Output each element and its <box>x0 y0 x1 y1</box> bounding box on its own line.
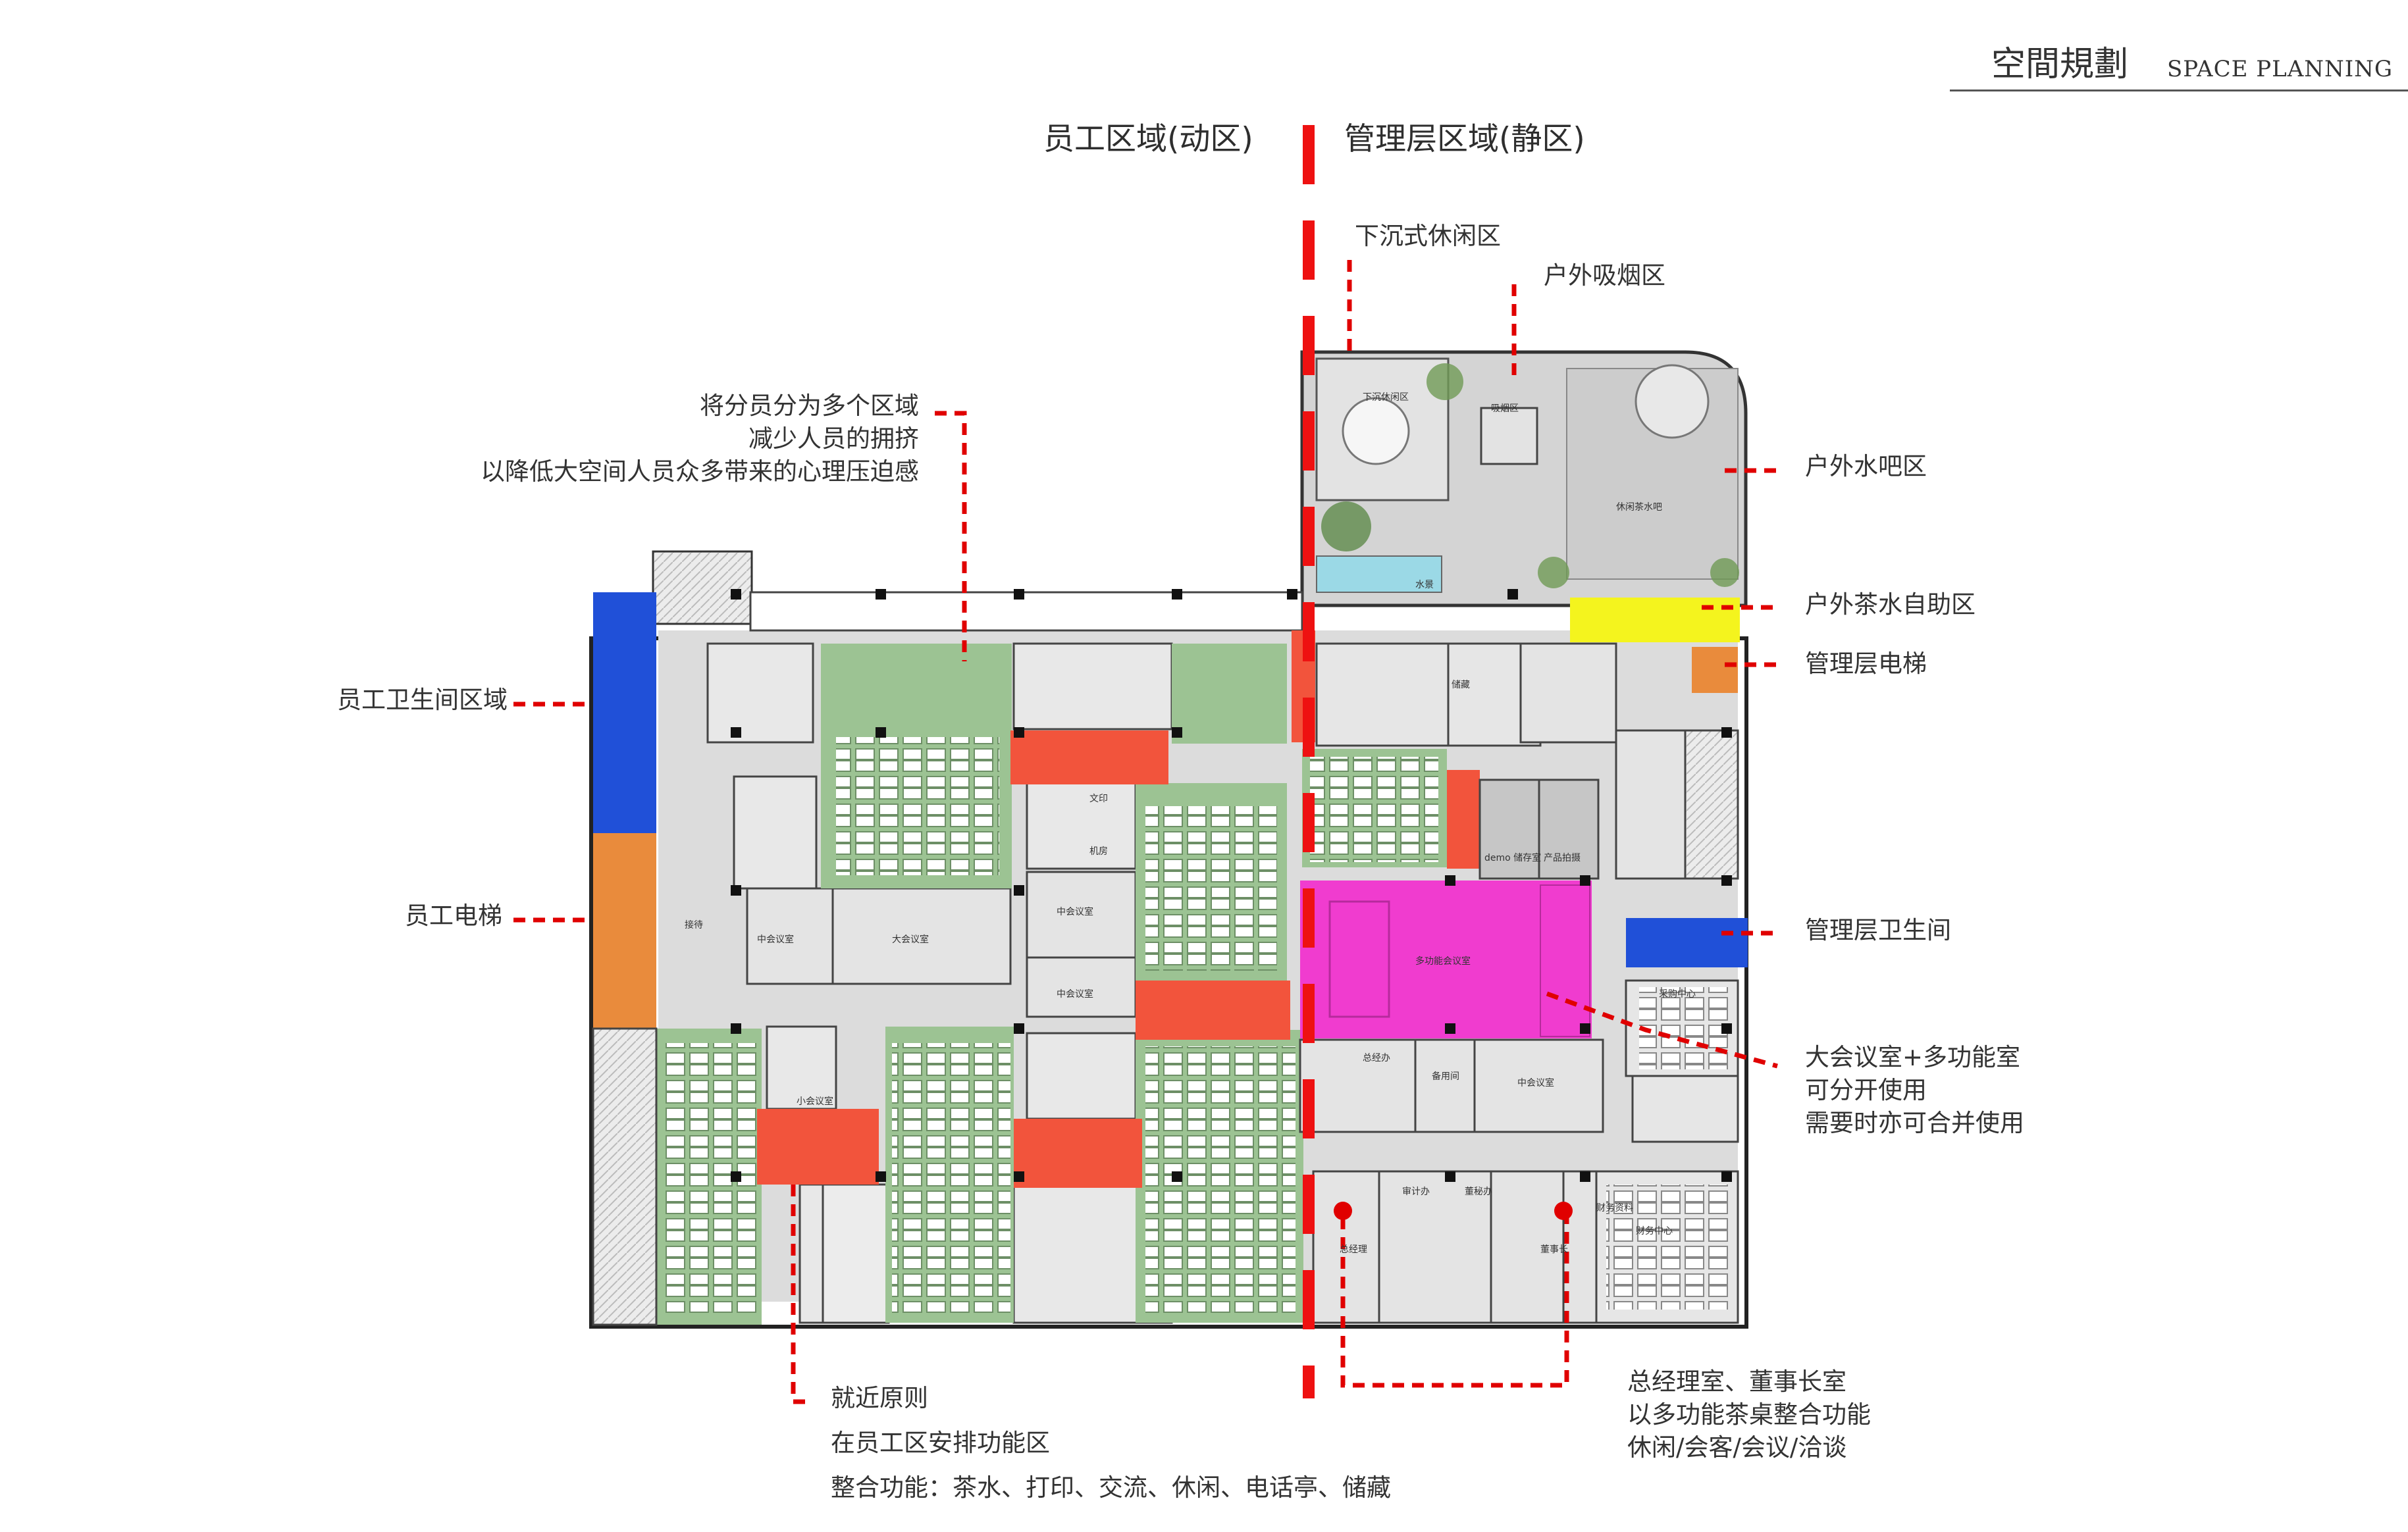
staff-zone-3-desks <box>1145 806 1277 971</box>
annotation-proximity-line2: 在员工区安排功能区 <box>831 1429 1050 1457</box>
annotation-outdoor-tea: 户外茶水自助区 <box>1805 590 1976 619</box>
smoking-room <box>1480 407 1538 465</box>
management-zone-title: 管理层区域(静区) <box>1344 121 1585 157</box>
annotation-divide-staff: 将分员分为多个区域 减少人员的拥挤 以降低大空间人员众多带来的心理压迫感 <box>481 392 919 486</box>
staff-zone-2 <box>1172 644 1287 744</box>
function-zone-4 <box>1014 1119 1142 1188</box>
plan-label-medium-1: 中会议室 <box>757 934 794 945</box>
plan-label-product: 产品拍摄 <box>1544 853 1581 863</box>
function-zone-2 <box>1136 981 1290 1040</box>
annotation-mgmt-elevator: 管理层电梯 <box>1805 650 1927 678</box>
mgmt-restroom <box>1626 918 1748 967</box>
page-title-en: SPACE PLANNING <box>2167 56 2394 82</box>
page-title-cn: 空間規劃 <box>1991 45 2129 84</box>
plan-label-smoking: 吸烟区 <box>1491 403 1519 414</box>
staff-zone-6-desks <box>1145 1046 1296 1313</box>
plan-label-general: 总经办 <box>1363 1053 1390 1063</box>
large-meeting-multifunction <box>1300 881 1592 1038</box>
plan-label-multifunction: 多功能会议室 <box>1415 956 1471 967</box>
tea-self-service <box>1570 598 1740 642</box>
leader-lines <box>513 260 1778 1404</box>
plan-label-large: 大会议室 <box>892 934 929 945</box>
annotation-staff-elevator: 员工电梯 <box>405 902 502 930</box>
plan-label-demo: demo 储存室 <box>1484 852 1541 863</box>
plan-label-medium-2: 中会议室 <box>1057 906 1093 917</box>
water-feature <box>1316 555 1442 593</box>
plan-label-finance: 财务中心 <box>1636 1226 1673 1237</box>
plan-label-gm: 总经理 <box>1340 1244 1367 1255</box>
staff-zone-1-desks <box>836 737 999 875</box>
plan-label-finance-files: 财务资料 <box>1596 1203 1633 1213</box>
annotation-proximity-line3: 整合功能：茶水、打印、交流、休闲、电话亭、储藏 <box>831 1473 1391 1502</box>
staff-zone-title: 员工区域(动区) <box>1043 121 1253 157</box>
annotation-meeting-room: 大会议室+多功能室 可分开使用 需要时亦可合并使用 <box>1805 1043 2024 1137</box>
plan-label-procurement: 采购中心 <box>1659 989 1696 1000</box>
annotation-gm-office: 总经理室、董事长室 以多功能茶桌整合功能 休闲/会客/会议/洽谈 <box>1627 1367 1871 1462</box>
structural-columns <box>731 589 1732 1182</box>
function-zone-6 <box>1447 770 1480 869</box>
function-zone-3 <box>757 1109 879 1185</box>
plan-label-medium-3: 中会议室 <box>1057 988 1093 1000</box>
staff-restroom <box>593 592 656 833</box>
plan-label-water: 水景 <box>1415 580 1434 590</box>
plan-label-sunken: 下沉休闲区 <box>1363 392 1409 403</box>
plan-label-print: 文印 <box>1089 794 1108 804</box>
plan-label-ops: 董秘办 <box>1465 1187 1492 1197</box>
plan-label-chairman: 董事长 <box>1540 1244 1568 1255</box>
annotation-mgmt-restroom: 管理层卫生间 <box>1805 916 1951 944</box>
annotation-sunken-lounge: 下沉式休闲区 <box>1355 222 1501 250</box>
plan-label-audit: 审计办 <box>1402 1187 1430 1197</box>
plan-label-spare: 备用间 <box>1432 1071 1459 1082</box>
staff-zone-4-desks <box>662 1043 756 1313</box>
plan-label-meeting-mgmt: 中会议室 <box>1517 1077 1554 1088</box>
plan-label-water-bar: 休闲茶水吧 <box>1616 502 1662 513</box>
title-divider <box>1950 89 2408 91</box>
staff-zone-5-desks <box>892 1043 1010 1313</box>
top-stair <box>652 550 753 625</box>
annotation-staff-restroom: 员工卫生间区域 <box>337 686 508 714</box>
function-zone-1 <box>1010 730 1168 784</box>
top-corridor-strip <box>749 591 1303 632</box>
plan-label-reception: 接待 <box>685 919 703 931</box>
annotation-outdoor-smoking: 户外吸烟区 <box>1544 261 1665 290</box>
staff-elevator <box>593 833 656 1029</box>
annotation-outdoor-water-bar: 户外水吧区 <box>1805 452 1927 480</box>
plan-label-server: 机房 <box>1089 846 1108 857</box>
annotation-proximity-title: 就近原则 <box>831 1384 928 1412</box>
mgmt-elevator <box>1692 647 1738 693</box>
plan-label-storage: 储藏 <box>1452 680 1470 690</box>
plan-label-small: 小会议室 <box>797 1096 833 1107</box>
